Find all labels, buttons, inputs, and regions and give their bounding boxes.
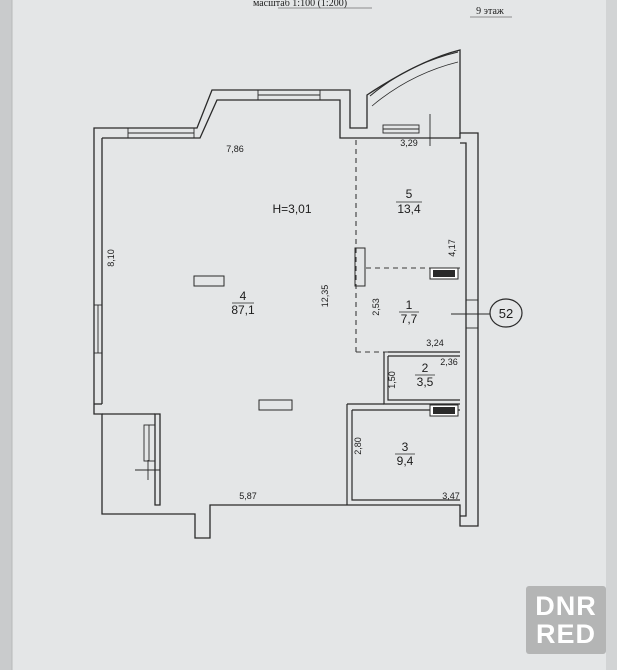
room-area: 9,4 bbox=[397, 454, 414, 468]
vent-fixture bbox=[429, 404, 459, 417]
room-number: 5 bbox=[406, 187, 413, 201]
ceiling-height: H=3,01 bbox=[272, 202, 311, 216]
dimension-room2-left: 1,50 bbox=[387, 371, 397, 389]
floor-label: 9 этаж bbox=[476, 6, 504, 17]
scale-text: масштаб 1:100 (1:200) bbox=[253, 0, 347, 9]
vent-fixture bbox=[429, 267, 459, 280]
dimension-middle-vertical: 12,35 bbox=[320, 285, 330, 308]
room-number: 3 bbox=[402, 440, 409, 454]
watermark-line-2: RED bbox=[535, 619, 596, 649]
dimension-room3-left: 2,80 bbox=[353, 437, 363, 455]
site-watermark-logo: DNR RED bbox=[526, 586, 606, 654]
windows bbox=[93, 89, 479, 480]
column-fixture bbox=[354, 247, 366, 287]
watermark-line-1: DNR bbox=[535, 591, 597, 621]
dimension-left: 8,10 bbox=[106, 249, 116, 267]
room-area: 87,1 bbox=[231, 303, 255, 317]
radiator-fixture bbox=[258, 399, 293, 411]
room-area: 7,7 bbox=[401, 312, 418, 326]
balcony-arc bbox=[369, 51, 459, 97]
dashed-partitions bbox=[355, 140, 460, 353]
room-area: 3,5 bbox=[417, 375, 434, 389]
dimension-room5-right: 4,17 bbox=[447, 239, 457, 257]
dimension-room2-right: 2,36 bbox=[440, 357, 458, 367]
room-number: 2 bbox=[422, 361, 429, 375]
dimension-top-main: 7,86 bbox=[226, 144, 244, 154]
apartment-number-circle bbox=[489, 298, 523, 328]
outer-wall bbox=[93, 49, 479, 539]
dimension-bottom-right: 3,47 bbox=[442, 491, 460, 501]
radiator-fixture bbox=[193, 275, 225, 287]
dimension-top-right: 3,29 bbox=[400, 138, 418, 148]
dimension-room1-left: 2,53 bbox=[371, 298, 381, 316]
dimension-room1-bottom: 3,24 bbox=[426, 338, 444, 348]
apartment-number: 52 bbox=[499, 306, 513, 321]
room-number: 4 bbox=[240, 289, 247, 303]
room-number: 1 bbox=[406, 298, 413, 312]
dimension-bottom-main: 5,87 bbox=[239, 491, 257, 501]
room-area: 13,4 bbox=[397, 202, 421, 216]
